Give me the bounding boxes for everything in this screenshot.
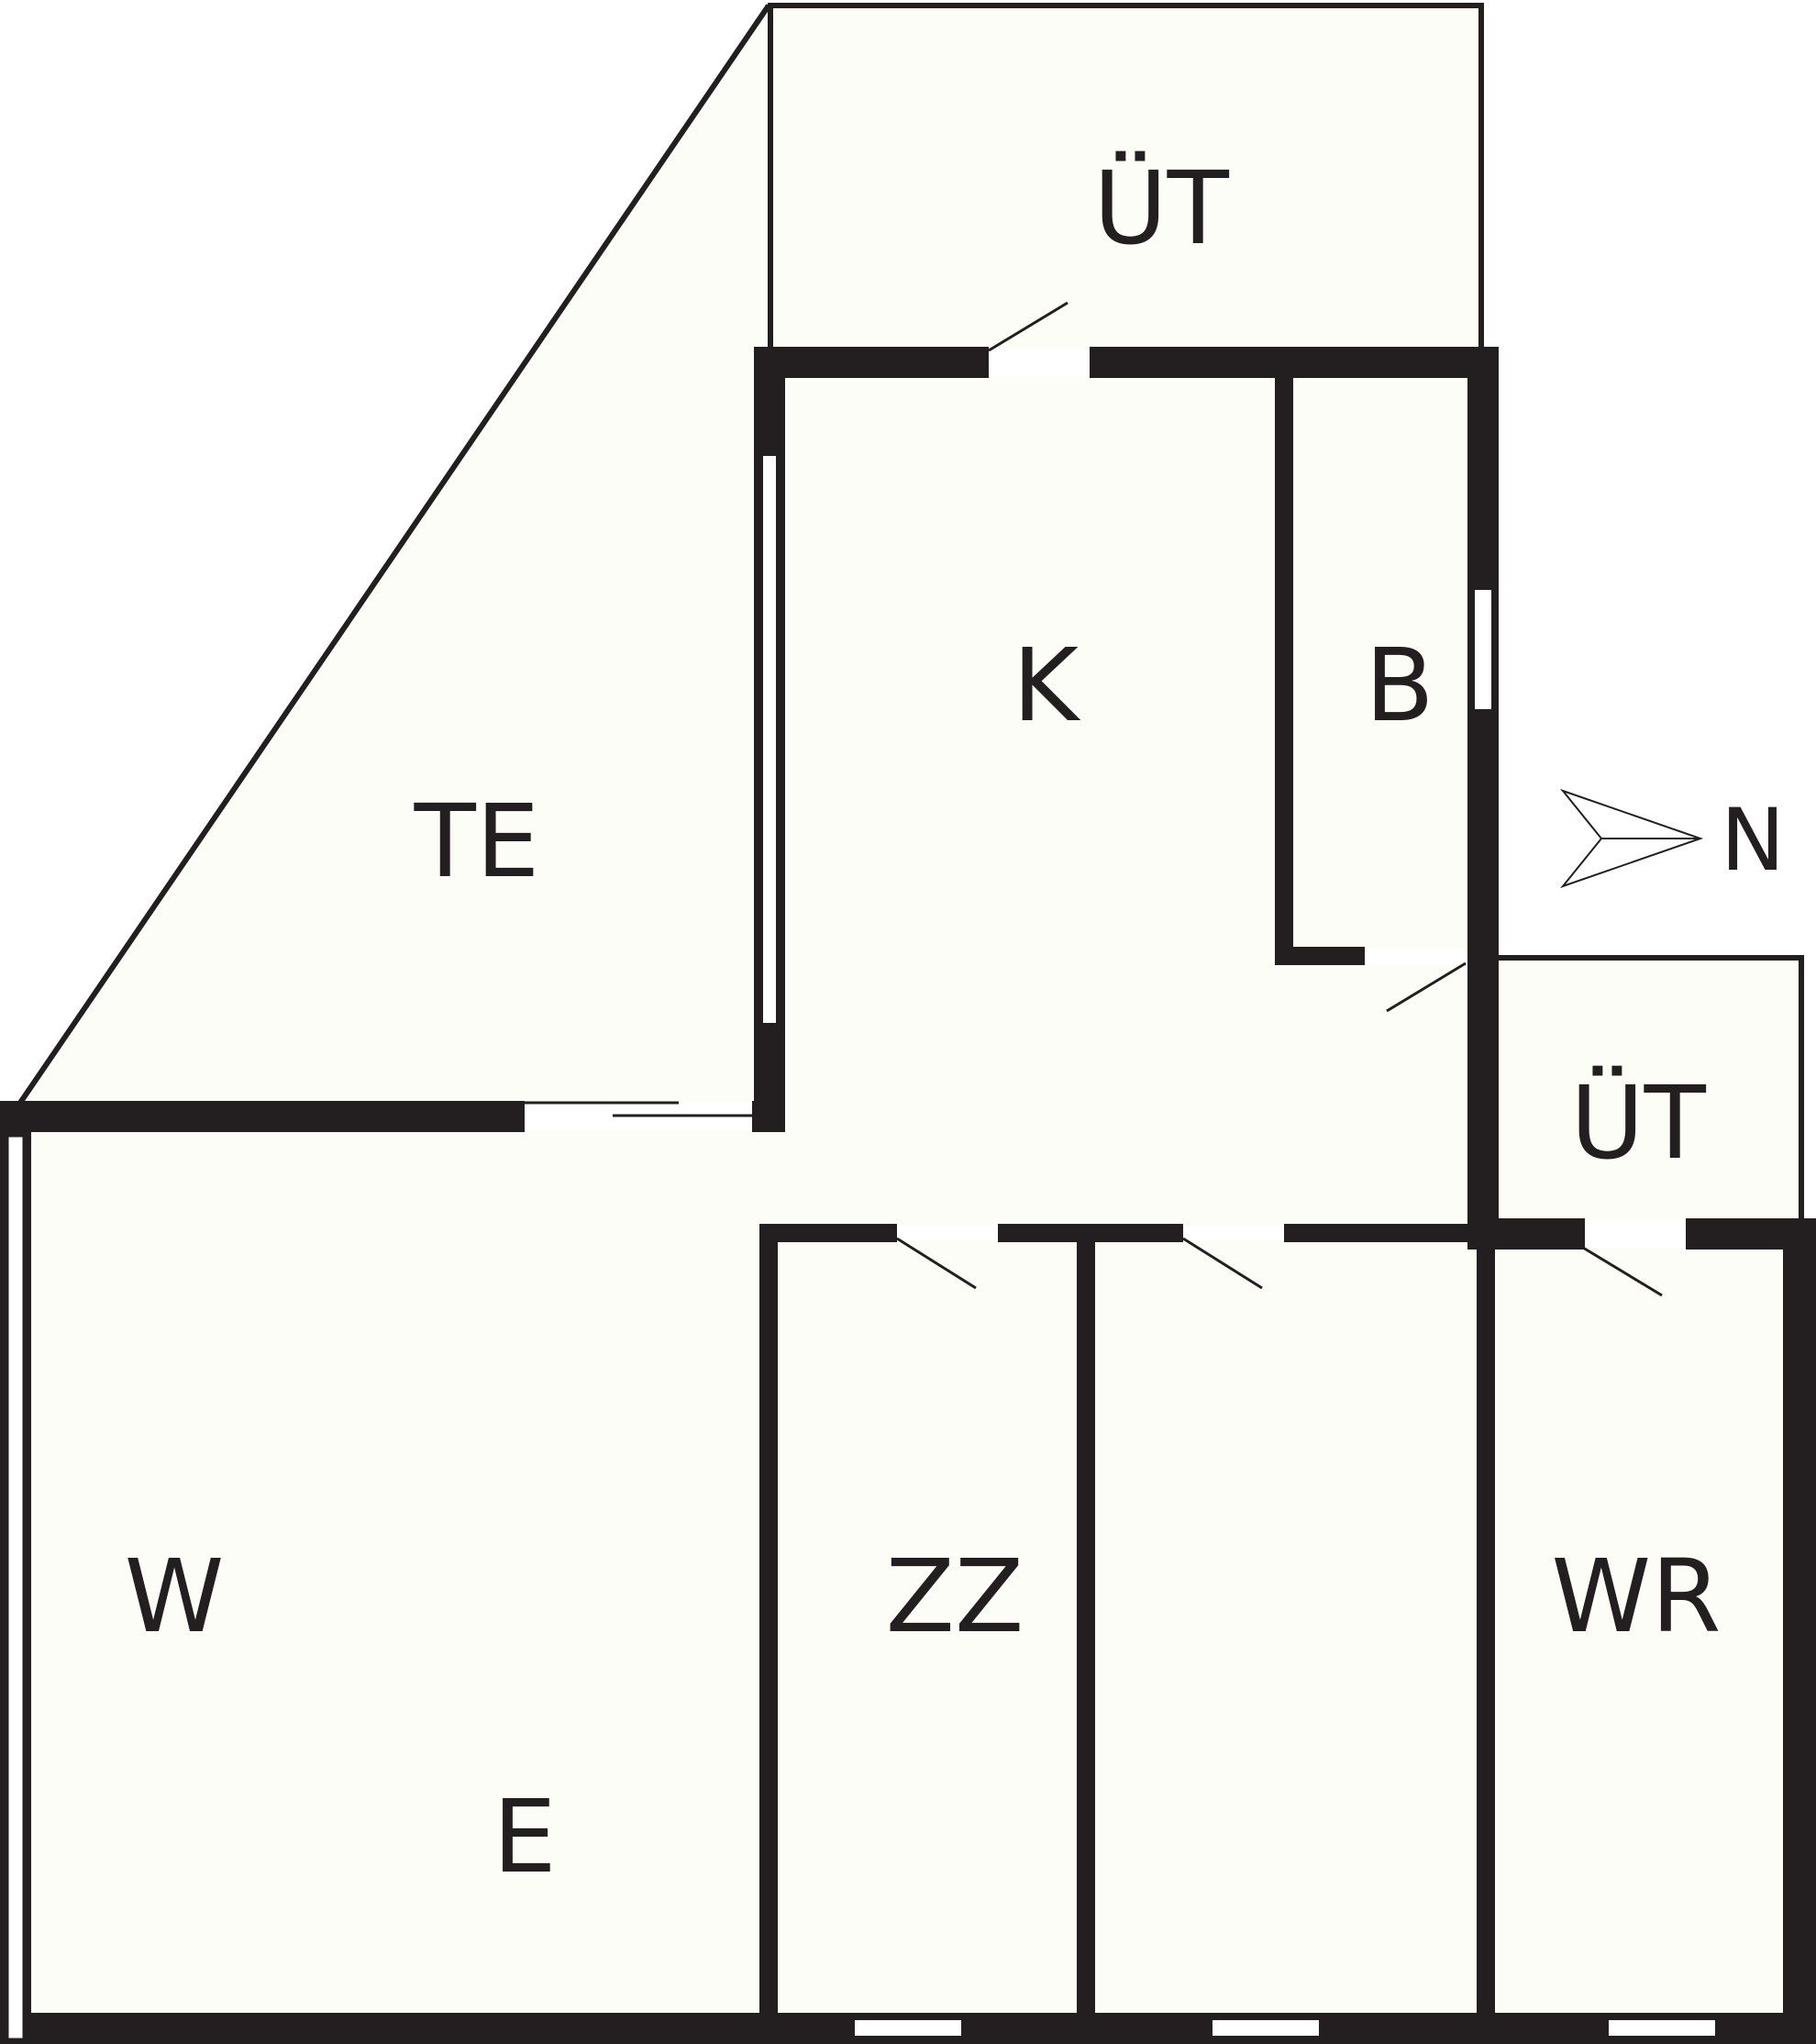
north-arrow-icon bbox=[1560, 788, 1704, 889]
room-fills bbox=[9, 6, 1807, 2032]
door-swing-bath bbox=[1386, 961, 1467, 1013]
kitchen-floor bbox=[769, 352, 1493, 1233]
wall-rooms-top-a bbox=[759, 1224, 897, 1242]
window-living-west bbox=[6, 1134, 26, 2041]
label-living-e: E bbox=[493, 1778, 557, 1895]
wall-kitchen-right bbox=[1467, 347, 1499, 1248]
window-middle-south bbox=[1213, 2020, 1319, 2036]
label-room-wr: WR bbox=[1551, 1538, 1721, 1655]
door-opening-wr bbox=[1585, 1220, 1686, 1248]
balcony-top-outline bbox=[768, 3, 1484, 352]
wall-zz-right bbox=[1077, 1224, 1095, 2044]
wall-top-right bbox=[1090, 347, 1499, 378]
label-room-zz: ZZ bbox=[886, 1538, 1024, 1655]
label-terrace: TE bbox=[414, 783, 540, 900]
windows bbox=[6, 454, 1715, 2041]
door-swing-zz bbox=[896, 1237, 977, 1290]
label-living-w: W bbox=[125, 1538, 225, 1655]
balcony-top-floor bbox=[769, 6, 1482, 352]
terrace-diagonal-edge bbox=[16, 4, 771, 1107]
wall-rooms-top-c bbox=[1284, 1224, 1497, 1242]
wall-top-left bbox=[754, 347, 989, 378]
wall-bath-bottom bbox=[1275, 947, 1365, 965]
balcony-right-floor bbox=[1493, 956, 1801, 1229]
label-kitchen: K bbox=[1013, 627, 1081, 744]
label-balcony-right: ÜT bbox=[1570, 1064, 1707, 1182]
wall-wr-right bbox=[1783, 1218, 1816, 2044]
door-opening-middle bbox=[1183, 1226, 1284, 1240]
wall-wr-left bbox=[1477, 1224, 1495, 2044]
door-swing-balcony-top bbox=[988, 301, 1069, 352]
window-zz-south bbox=[855, 2020, 961, 2036]
label-bath: B bbox=[1365, 627, 1434, 744]
window-wr-south bbox=[1609, 2020, 1715, 2036]
door-opening-zz bbox=[897, 1226, 998, 1240]
wall-zz-left bbox=[759, 1224, 778, 2044]
living-floor bbox=[9, 1110, 789, 2032]
doors bbox=[525, 301, 1686, 1297]
label-balcony-top: ÜT bbox=[1093, 150, 1230, 267]
window-kitchen-west bbox=[761, 454, 778, 1025]
door-swing-middle bbox=[1182, 1237, 1263, 1290]
wall-bath-left bbox=[1275, 352, 1293, 965]
door-opening-top bbox=[989, 349, 1090, 376]
label-north: N bbox=[1721, 791, 1785, 891]
balcony-right-outline bbox=[1493, 955, 1804, 1228]
door-swing-wr bbox=[1582, 1246, 1663, 1297]
window-bath-east bbox=[1473, 588, 1493, 711]
door-opening-bath bbox=[1365, 949, 1467, 965]
rooms-bottom-floor bbox=[761, 1229, 1807, 2032]
outdoor-outlines bbox=[16, 3, 1804, 1228]
wall-living-top-stub bbox=[752, 1101, 785, 1132]
wall-living-top bbox=[0, 1101, 525, 1132]
